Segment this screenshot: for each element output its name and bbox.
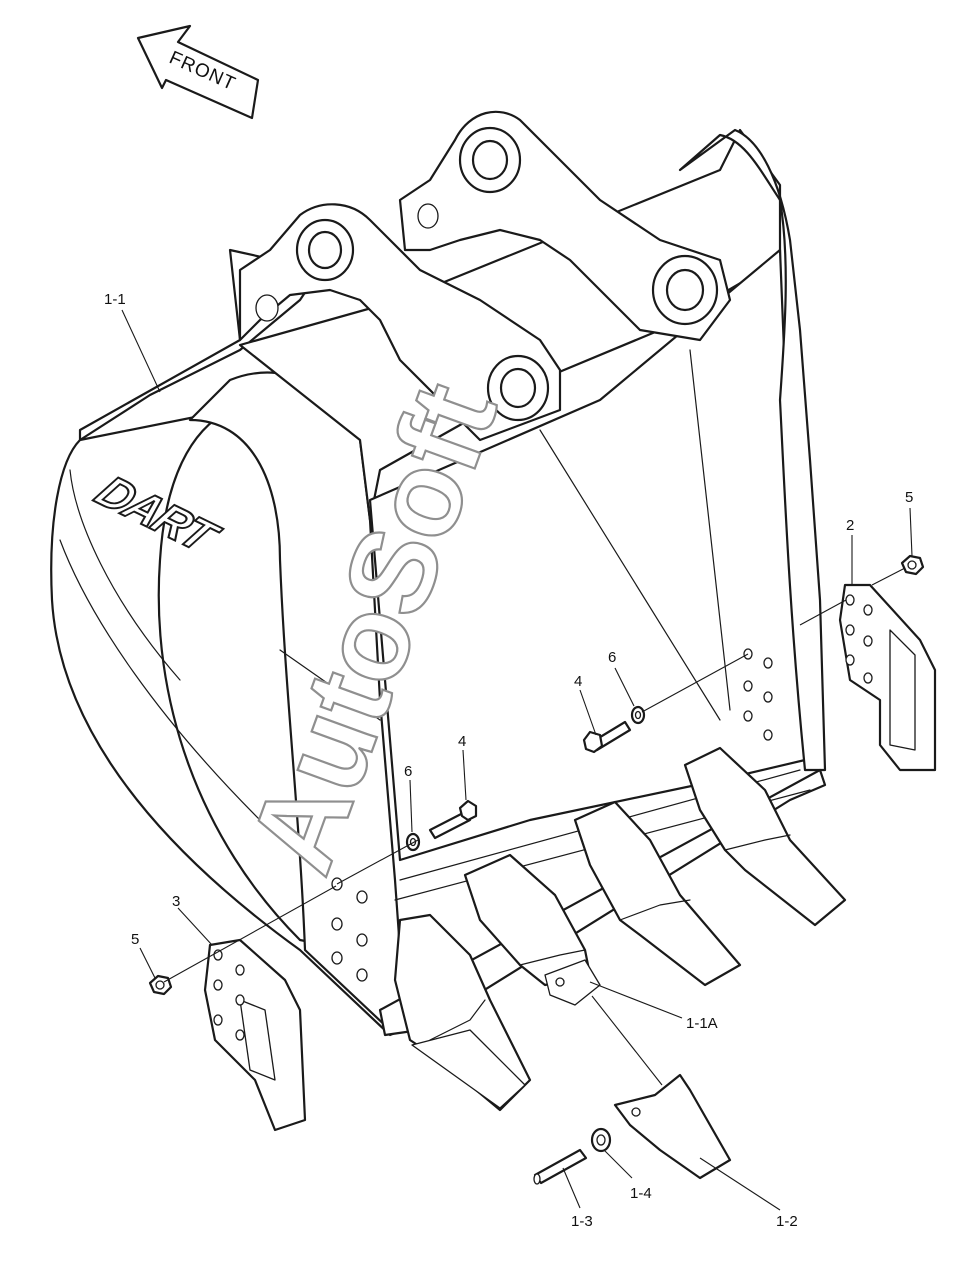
callout-6-right: 6 — [608, 649, 616, 666]
bucket-body: DART — [50, 110, 827, 1037]
bolt-left — [428, 799, 478, 840]
callout-6-left: 6 — [404, 763, 412, 780]
front-arrow: FRONT — [136, 24, 260, 120]
nut-right — [900, 554, 925, 576]
callout-4-left: 4 — [458, 733, 466, 750]
leader-lines — [121, 309, 913, 1211]
bucket-teeth — [393, 746, 847, 1112]
callout-3: 3 — [172, 893, 180, 910]
callout-5-left: 5 — [131, 931, 139, 948]
tooth-pin — [533, 1148, 588, 1185]
callout-5-right: 5 — [905, 489, 913, 506]
loose-tooth — [613, 1073, 732, 1180]
side-cutter-left-holes — [213, 949, 245, 1041]
callout-1-1A: 1-1A — [686, 1015, 718, 1032]
callout-1-3: 1-3 — [571, 1213, 593, 1230]
callout-1-4: 1-4 — [630, 1185, 652, 1202]
callout-labels: 1-1 1-1A 1-2 1-3 1-4 2 3 4 4 5 5 6 6 — [104, 291, 913, 1230]
side-cutter-left — [203, 938, 307, 1132]
callout-1-2: 1-2 — [776, 1213, 798, 1230]
nut-left — [148, 974, 173, 996]
side-cutter-right — [838, 583, 937, 772]
callout-1-1: 1-1 — [104, 291, 126, 308]
callout-2: 2 — [846, 517, 854, 534]
right-side-bolt-holes — [743, 648, 773, 741]
tooth-washer — [590, 1127, 612, 1153]
callout-4-right: 4 — [574, 673, 582, 690]
side-cutter-right-holes — [845, 594, 873, 684]
bolt-right — [582, 720, 632, 754]
washer-left — [405, 832, 421, 852]
washer-right — [630, 705, 646, 725]
